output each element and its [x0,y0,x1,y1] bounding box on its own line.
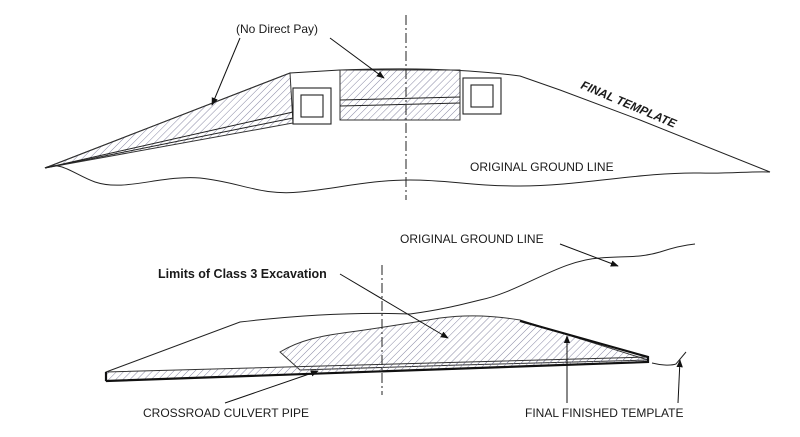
bottom-arrow-ground-line [559,243,619,267]
top-right-headwall-inner [470,84,494,108]
bottom-arrow-culvert-pipe [224,370,319,404]
top-arrow-center-block [329,37,385,79]
limits-class-3-excavation-label: Limits of Class 3 Excavation [158,267,327,281]
bottom-arrow-right-stub [676,359,683,404]
bottom-original-ground-line-label: ORIGINAL GROUND LINE [400,232,544,246]
final-finished-template-label: FINAL FINISHED TEMPLATE [525,406,683,420]
top-left-headwall-inner [300,94,324,118]
final-finished-template-line [105,319,650,383]
crossroad-culvert-pipe-label: CROSSROAD CULVERT PIPE [143,406,309,420]
top-culvert-line-upper [44,111,294,169]
bottom-arrow-excavation [339,273,449,339]
top-center-pipe-upper [339,96,461,101]
top-section: (No Direct Pay) FINAL TEMPLATE ORIGINAL … [44,15,771,200]
final-template-label: FINAL TEMPLATE [579,78,679,131]
top-left-hatched-wedge [44,72,294,169]
no-direct-pay-label: (No Direct Pay) [236,22,318,36]
top-center-pipe-lower [339,102,461,107]
class-3-excavation-area [279,315,649,371]
bottom-section: ORIGINAL GROUND LINE Limits of Class 3 E… [104,232,696,420]
top-arrow-left-wedge [211,37,241,106]
bottom-original-ground-line [105,243,696,373]
top-culvert-line-lower [44,117,294,169]
top-original-ground-line-label: ORIGINAL GROUND LINE [470,160,614,174]
top-center-hatched-block [339,69,461,121]
bottom-right-ground-stub [651,351,687,366]
top-original-ground-line [44,165,771,194]
